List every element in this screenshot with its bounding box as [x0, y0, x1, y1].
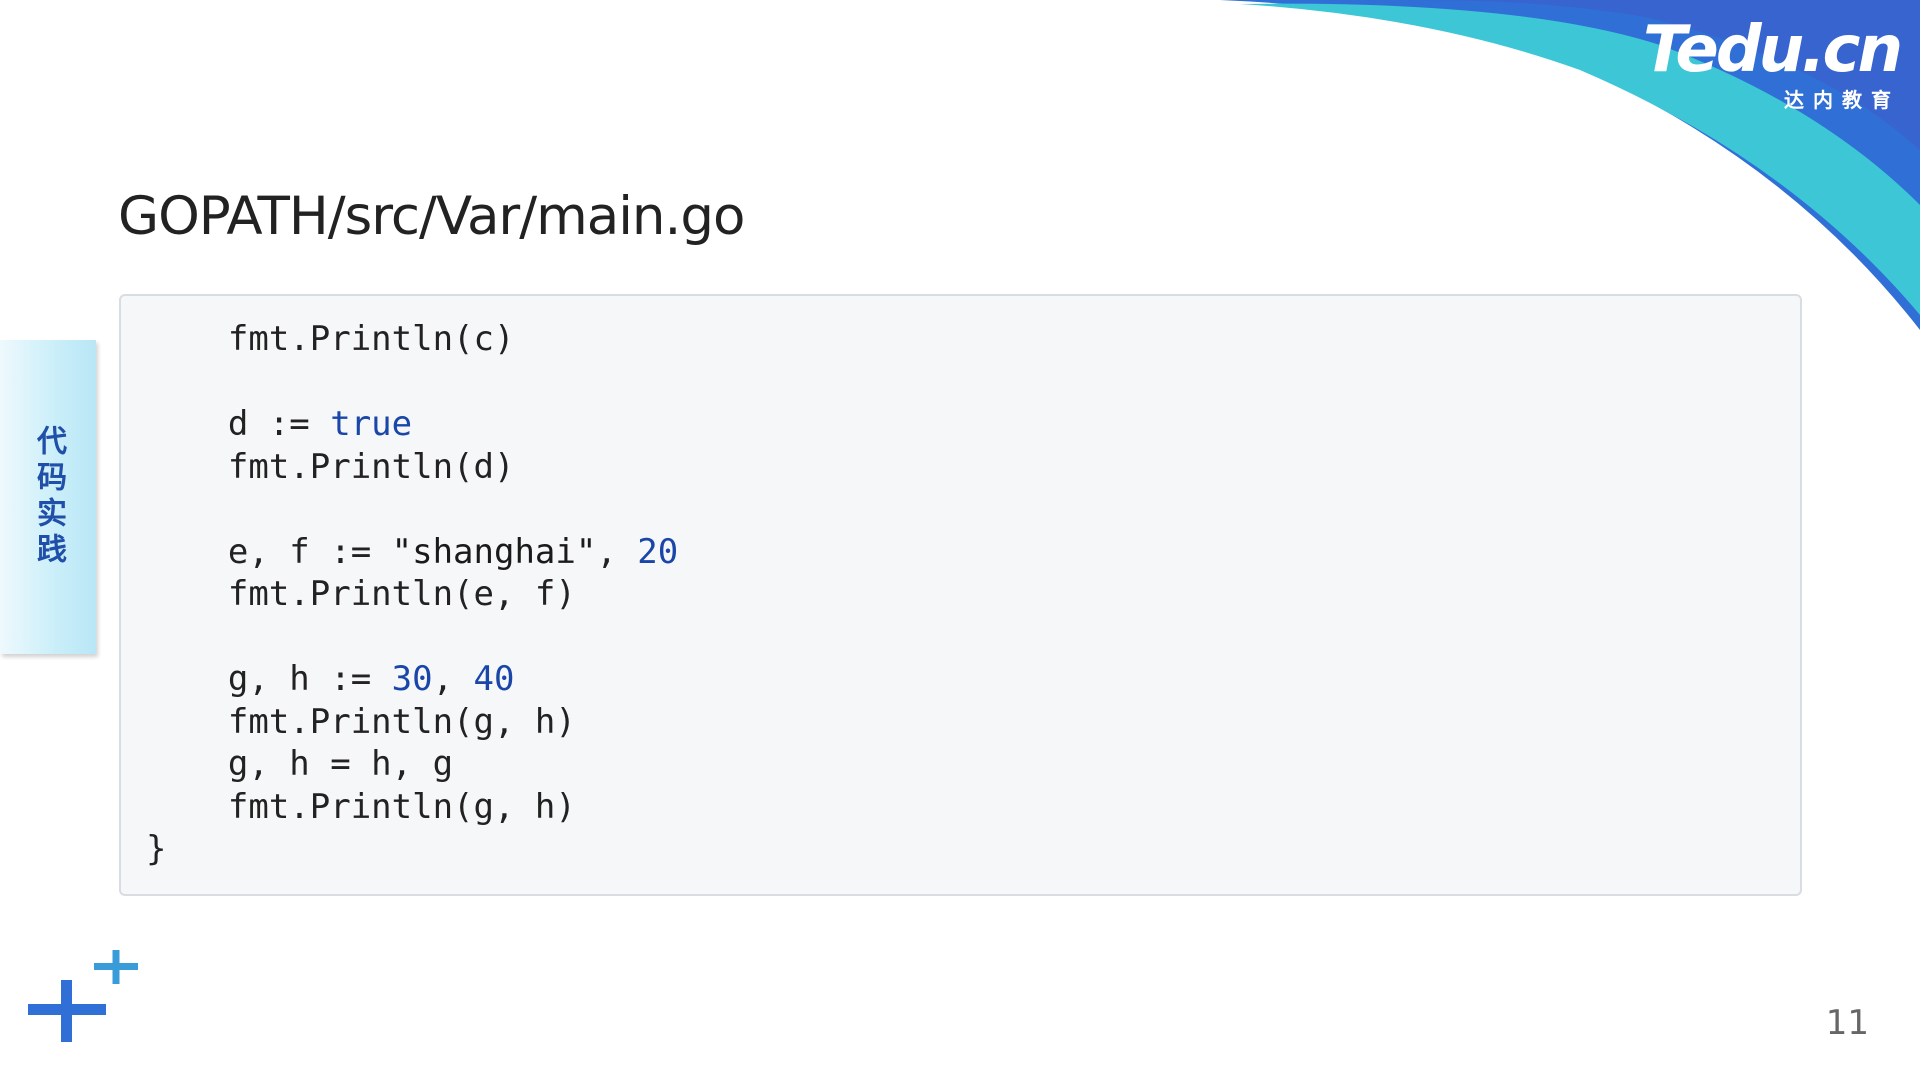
code-token: 40: [473, 659, 515, 699]
code-token: fmt.Println(g, h): [146, 786, 576, 827]
corner-swoosh-decoration: [1220, 0, 1920, 330]
side-tab-label: 代码实践: [31, 425, 66, 569]
code-line: g, h := 30, 40: [146, 658, 1800, 701]
code-line: fmt.Println(d): [146, 446, 1800, 489]
code-line: }: [146, 828, 1800, 871]
logo-subtitle: 达内教育: [1784, 88, 1900, 112]
code-token: fmt.Println(c): [146, 319, 515, 359]
code-token: fmt.Println(g, h): [146, 701, 576, 742]
code-line: e, f := "shanghai", 20: [146, 531, 1800, 574]
logo-text: Tedu.cn: [1643, 13, 1903, 87]
code-line: fmt.Println(g, h): [146, 701, 1800, 744]
code-token: ,: [432, 659, 474, 699]
code-line: [146, 616, 1800, 659]
code-token: true: [330, 404, 413, 444]
code-token: g, h = h, g: [146, 744, 454, 784]
code-token: fmt.Println(d): [146, 446, 515, 487]
code-token: d :=: [146, 404, 331, 444]
code-token: g, h :=: [146, 659, 392, 699]
page-title: GOPATH/src/Var/main.go: [118, 186, 745, 247]
code-line: g, h = h, g: [146, 743, 1800, 786]
page-number: 11: [1825, 1003, 1869, 1043]
code-line: [146, 488, 1800, 531]
code-line: fmt.Println(g, h): [146, 786, 1800, 829]
code-block: fmt.Println(c) d := true fmt.Println(d) …: [121, 296, 1800, 871]
code-token: e, f :=: [146, 531, 392, 572]
code-line: fmt.Println(c): [146, 318, 1800, 361]
side-tab: 代码实践: [0, 340, 96, 654]
code-token: 20: [637, 531, 679, 572]
plus-decoration-icon: [94, 950, 138, 984]
plus-decoration-icon: [28, 980, 106, 1042]
code-token: "shanghai": [391, 531, 597, 572]
code-line: fmt.Println(e, f): [146, 573, 1800, 616]
code-token: 30: [391, 659, 433, 699]
code-token: fmt.Println(e, f): [146, 574, 576, 614]
code-panel: fmt.Println(c) d := true fmt.Println(d) …: [119, 294, 1802, 896]
code-line: d := true: [146, 403, 1800, 446]
brand-logo: Tedu.cn 达内教育: [1643, 13, 1903, 113]
code-token: }: [146, 829, 167, 869]
code-line: [146, 361, 1800, 404]
code-token: ,: [596, 531, 638, 572]
